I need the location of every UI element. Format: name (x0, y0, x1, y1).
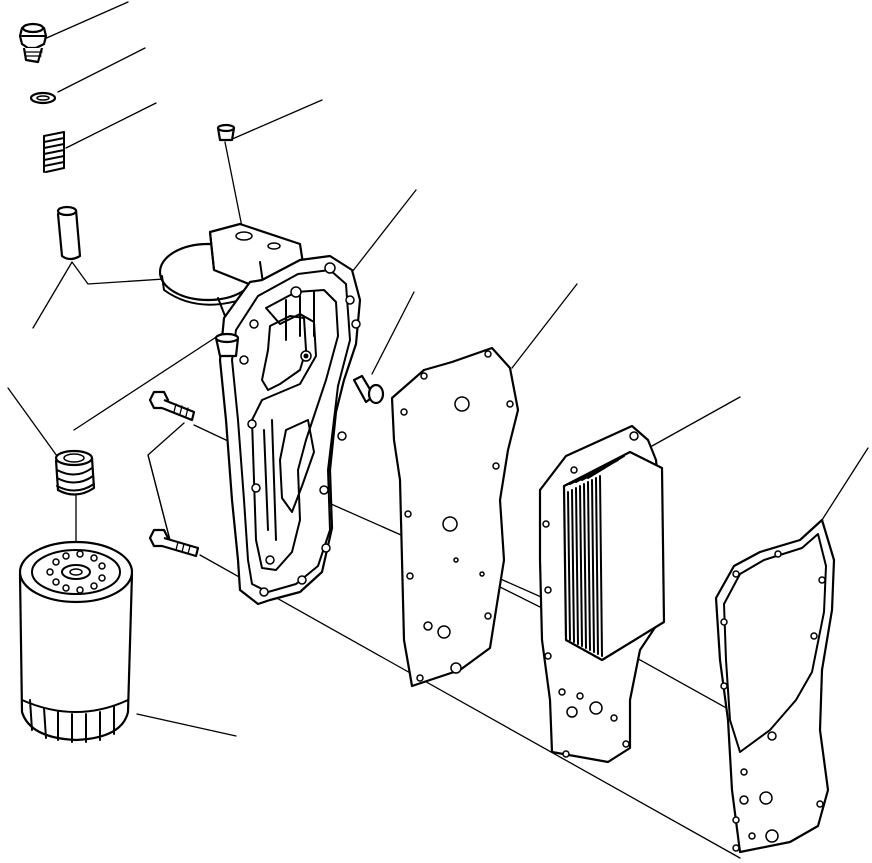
plug-part (18, 22, 48, 64)
o-ring-part (29, 91, 57, 105)
gasket-part (390, 346, 520, 688)
oil-cooler-element-part (538, 424, 666, 764)
small-plug-part (216, 123, 236, 142)
check-plug-part (352, 374, 385, 405)
filter-head-part (158, 222, 362, 606)
leader-lines (7, 1, 869, 737)
nipple-part (54, 449, 96, 496)
cover-gasket-part (714, 518, 836, 854)
spring-part (43, 131, 65, 173)
bolts-part (148, 390, 200, 558)
valve-part (56, 205, 82, 261)
oil-filter-cartridge-part (18, 540, 134, 743)
